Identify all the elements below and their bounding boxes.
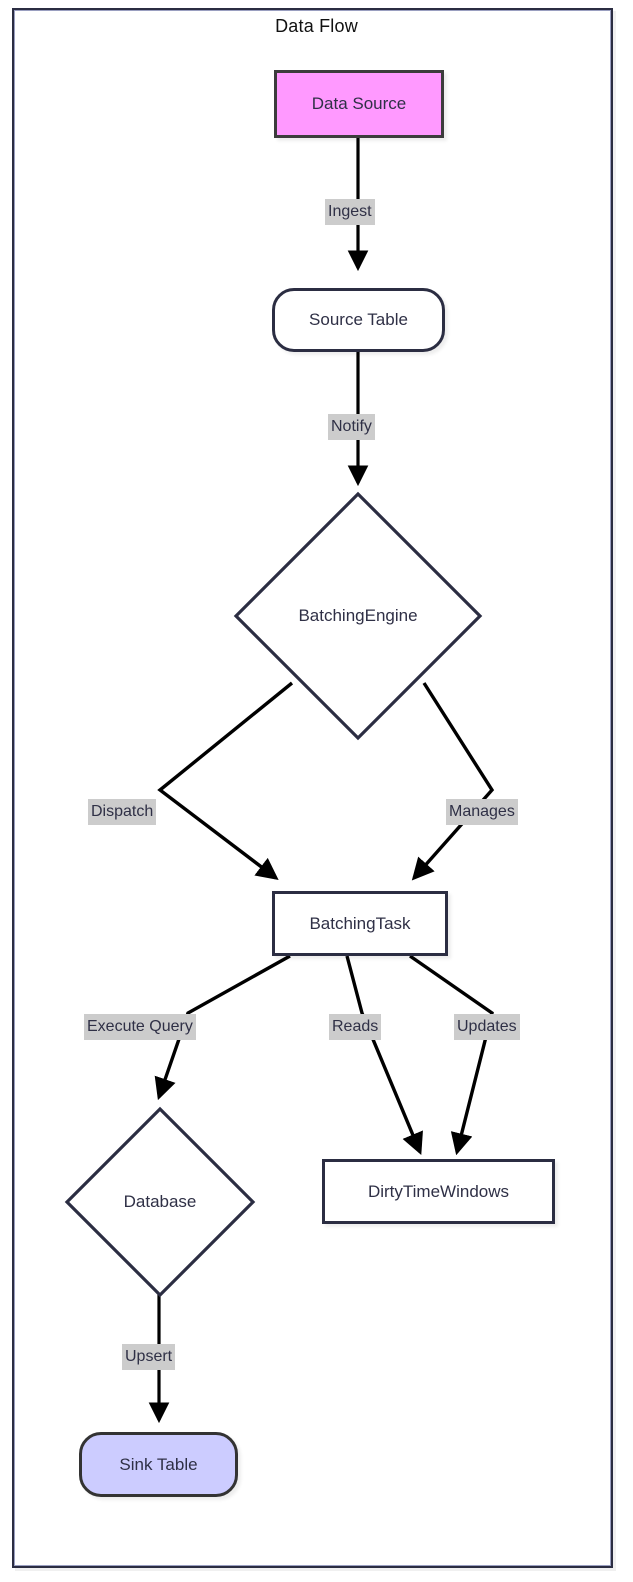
edge-label-updates: Updates <box>454 1014 520 1040</box>
node-data-source[interactable]: Data Source <box>274 70 444 138</box>
node-sink-table[interactable]: Sink Table <box>79 1432 238 1497</box>
diagram-title: Data Flow <box>275 16 358 36</box>
edge-label-ingest: Ingest <box>325 199 375 225</box>
edge-manages <box>411 682 495 881</box>
edge-label-reads: Reads <box>329 1014 382 1040</box>
batching-engine-shape <box>233 491 483 741</box>
node-sink-table-label: Sink Table <box>119 1454 198 1474</box>
edge-label-execute-query: Execute Query <box>84 1014 196 1040</box>
node-data-source-label: Data Source <box>311 94 407 113</box>
edge-label-upsert: Upsert <box>122 1344 176 1370</box>
edge-updates <box>409 954 494 1156</box>
database-shape <box>64 1106 256 1298</box>
edge-reads <box>345 955 423 1156</box>
node-source-table-label: Source Table <box>309 310 408 329</box>
edge-label-dispatch: Dispatch <box>88 799 157 825</box>
edge-label-notify: Notify <box>328 414 375 440</box>
edge-dispatch <box>157 681 294 881</box>
node-batching-task-label: BatchingTask <box>309 913 411 933</box>
edge-label-manages: Manages <box>446 799 518 825</box>
node-batching-engine-label: BatchingEngine <box>298 606 418 625</box>
node-dirty-time-windows-label: DirtyTimeWindows <box>367 1181 510 1201</box>
node-database-label: Database <box>123 1192 197 1211</box>
diagram-frame <box>12 8 613 1568</box>
node-dirty-time-windows[interactable]: DirtyTimeWindows <box>322 1159 555 1224</box>
node-batching-engine[interactable]: BatchingEngine <box>232 490 484 742</box>
node-database[interactable]: Database <box>63 1105 257 1299</box>
node-batching-task[interactable]: BatchingTask <box>272 891 448 956</box>
edge-execute-query <box>154 954 291 1101</box>
node-source-table[interactable]: Source Table <box>272 288 445 352</box>
